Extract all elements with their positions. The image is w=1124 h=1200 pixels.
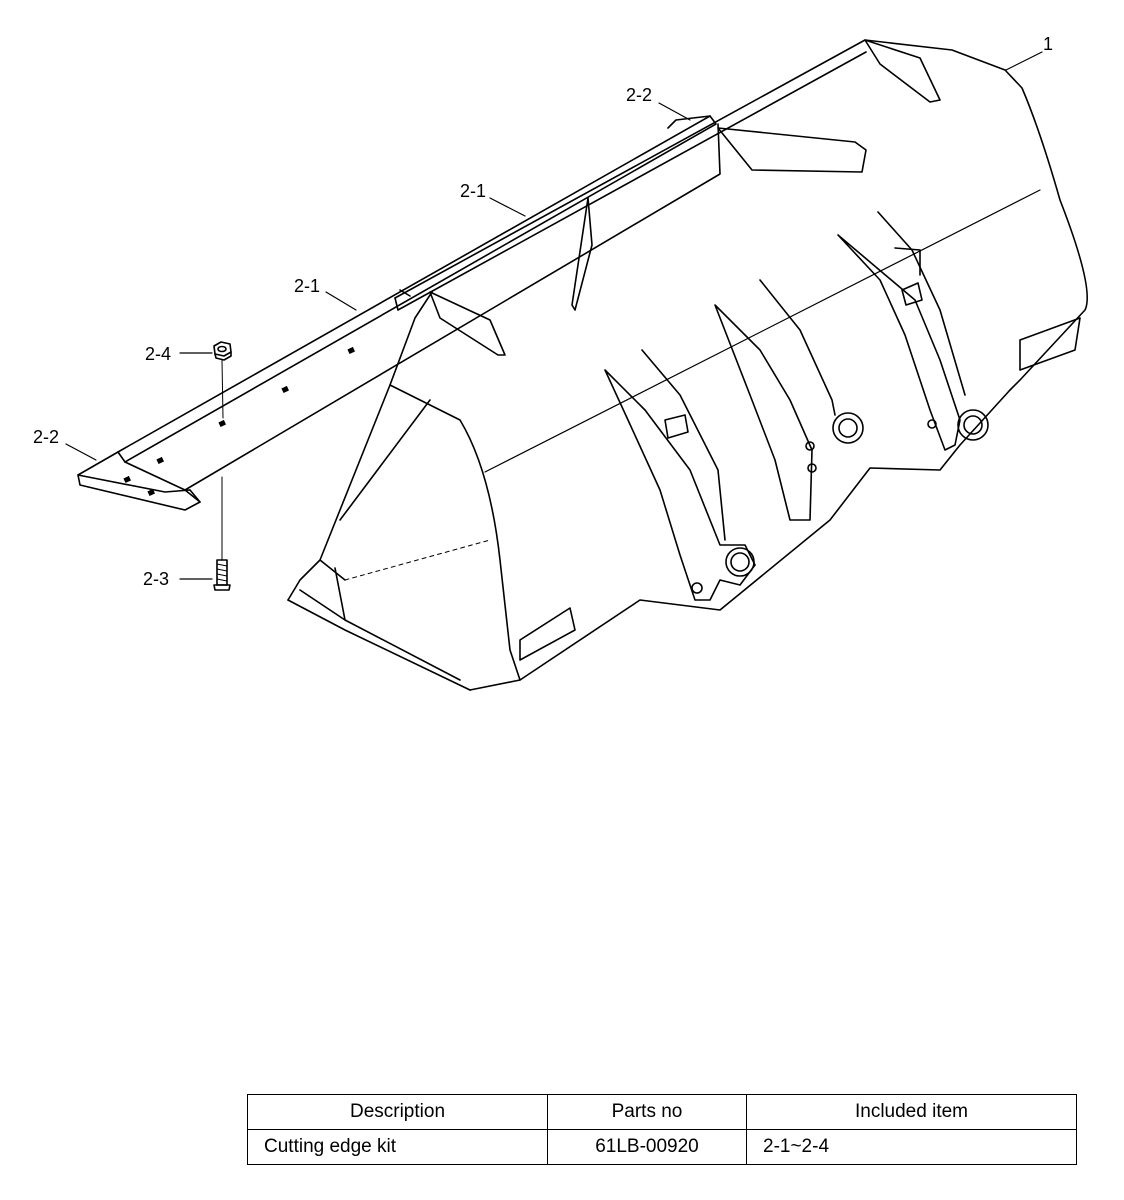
exploded-view-drawing: 1 2-2 2-1 2-1 2-4 2-2 2-3	[33, 34, 1088, 691]
header-included-item: Included item	[746, 1094, 1077, 1130]
callout-2-4: 2-4	[145, 344, 171, 364]
callout-2-1-lower: 2-1	[294, 276, 320, 296]
cutting-edge-assembly	[77, 115, 721, 511]
bucket-body	[287, 39, 1088, 691]
header-description: Description	[247, 1094, 548, 1130]
nut-and-bolt	[213, 341, 232, 591]
leader-lines	[65, 51, 1043, 580]
table-row: Cutting edge kit 61LB-00920 2-1~2-4	[247, 1129, 1077, 1165]
callout-2-3: 2-3	[143, 569, 169, 589]
bolt-holes	[123, 346, 355, 496]
callout-2-2-left: 2-2	[33, 427, 59, 447]
callout-labels: 1 2-2 2-1 2-1 2-4 2-2 2-3	[33, 34, 1053, 589]
header-parts-no: Parts no	[547, 1094, 747, 1130]
parts-table: Description Parts no Included item Cutti…	[247, 1094, 1077, 1165]
callout-2-1-upper: 2-1	[460, 181, 486, 201]
cell-included-item: 2-1~2-4	[746, 1129, 1077, 1165]
table-header-row: Description Parts no Included item	[247, 1094, 1077, 1130]
callout-1: 1	[1043, 34, 1053, 54]
cell-description: Cutting edge kit	[247, 1129, 548, 1165]
callout-2-2-upper: 2-2	[626, 85, 652, 105]
cell-parts-no: 61LB-00920	[547, 1129, 747, 1165]
